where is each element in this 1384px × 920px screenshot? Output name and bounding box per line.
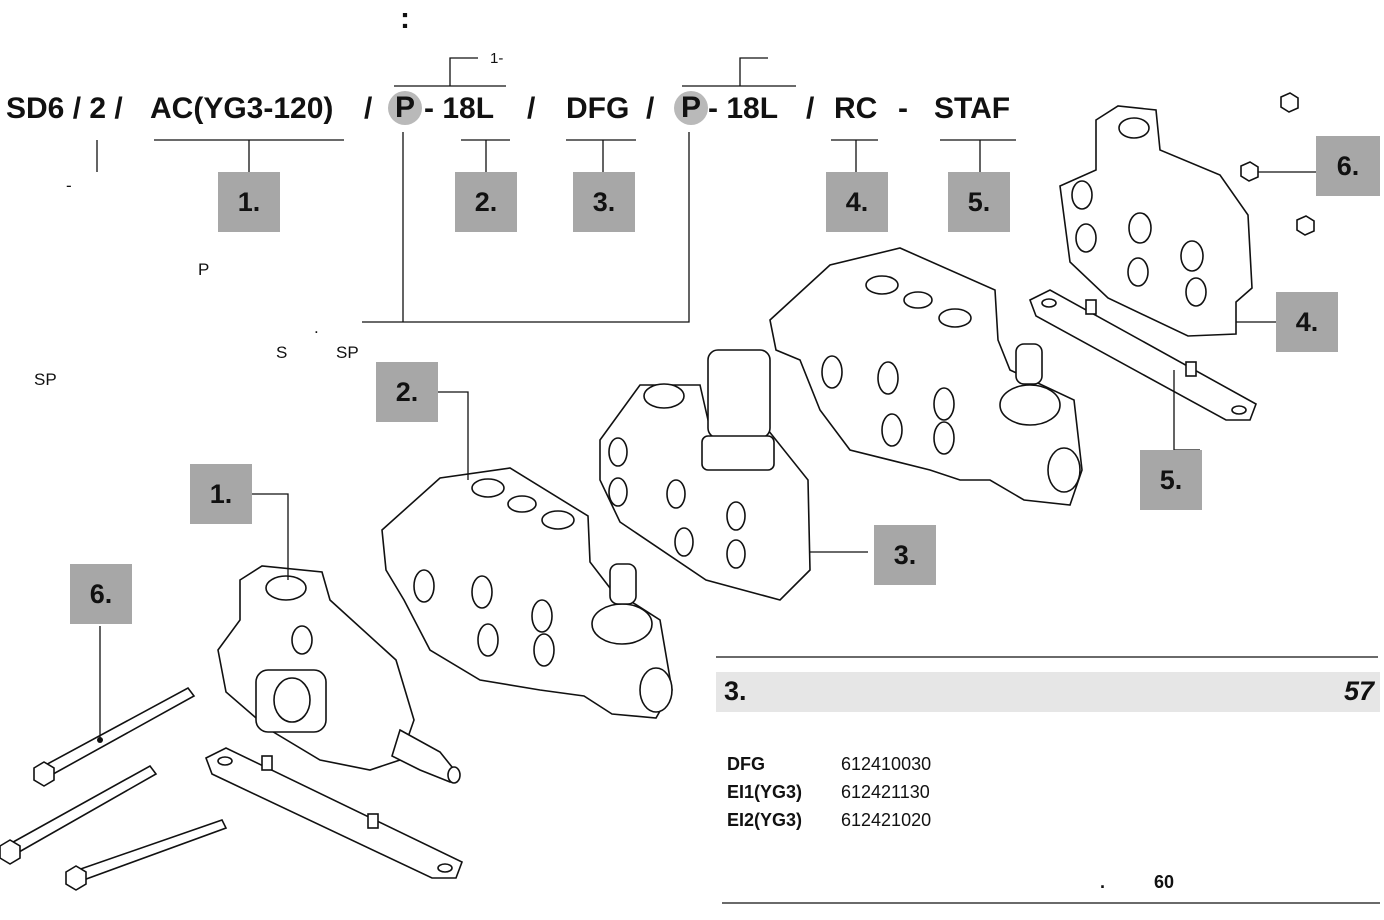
badge-top-3: 3. [573,172,635,232]
nuts-right-drawing [1240,92,1316,236]
header-colon: : [400,2,410,35]
code-p-2: P [674,91,708,125]
badge-top-1: 1. [218,172,280,232]
spool-section-1-drawing [381,391,673,719]
note-dot: . [314,318,319,337]
note-sp-2: SP [34,370,57,389]
note-sp-1: SP [336,343,359,362]
part-code: 612421020 [841,810,932,830]
code-outlet: RC [834,92,878,125]
code-divider: DFG [566,92,630,125]
badge-fig-3: 3. [874,525,936,585]
code-spool-2: - 18L [708,92,779,125]
code-slash-1: / [364,92,373,125]
inlet-cover-drawing [217,493,461,784]
part-name: EI1(YG3) [727,782,803,802]
code-tie: STAF [934,92,1011,125]
code-spool-1: - 18L [424,92,495,125]
part-name: DFG [727,754,765,774]
part-name: EI2(YG3) [727,810,803,830]
footer-page-ref: 60 [1154,872,1175,892]
series-dash: - [66,176,72,195]
outlet-cover-drawing [1059,105,1253,337]
badge-top-2: 2. [455,172,517,232]
badge-fig-4: 4. [1276,292,1338,352]
part-code: 612421130 [841,782,930,802]
badge-fig-6-right: 6. [1316,136,1380,196]
part-code: 612410030 [841,754,932,774]
badge-fig-2: 2. [376,362,438,422]
code-inlet: AC(YG3-120) [150,92,334,125]
note-s: S [276,343,288,362]
section-band [716,672,1380,712]
spool-section-2-drawing [769,247,1083,506]
note-p: P [198,260,210,279]
bracket-2 [682,57,796,87]
bracket-label: 1- [490,50,504,67]
code-slash-4: / [806,92,815,125]
code-p-1: P [388,91,422,125]
tie-rods-drawing [0,626,228,891]
footer-dot: . [1100,872,1106,892]
code-slash-3: / [646,92,655,125]
section-number: 3. [724,676,747,706]
tie-plate-left-drawing [204,747,464,879]
flow-divider-drawing [599,349,868,601]
section-page-number: 57 [1343,676,1374,706]
badge-fig-5: 5. [1140,450,1202,510]
badge-top-4: 4. [826,172,888,232]
code-slash-2: / [527,92,536,125]
code-dash: - [898,92,908,125]
badge-fig-1: 1. [190,464,252,524]
badge-fig-6-left: 6. [70,564,132,624]
code-series: SD6 / 2 / [6,92,123,125]
badge-top-5: 5. [948,172,1010,232]
bracket-1 [394,57,506,87]
